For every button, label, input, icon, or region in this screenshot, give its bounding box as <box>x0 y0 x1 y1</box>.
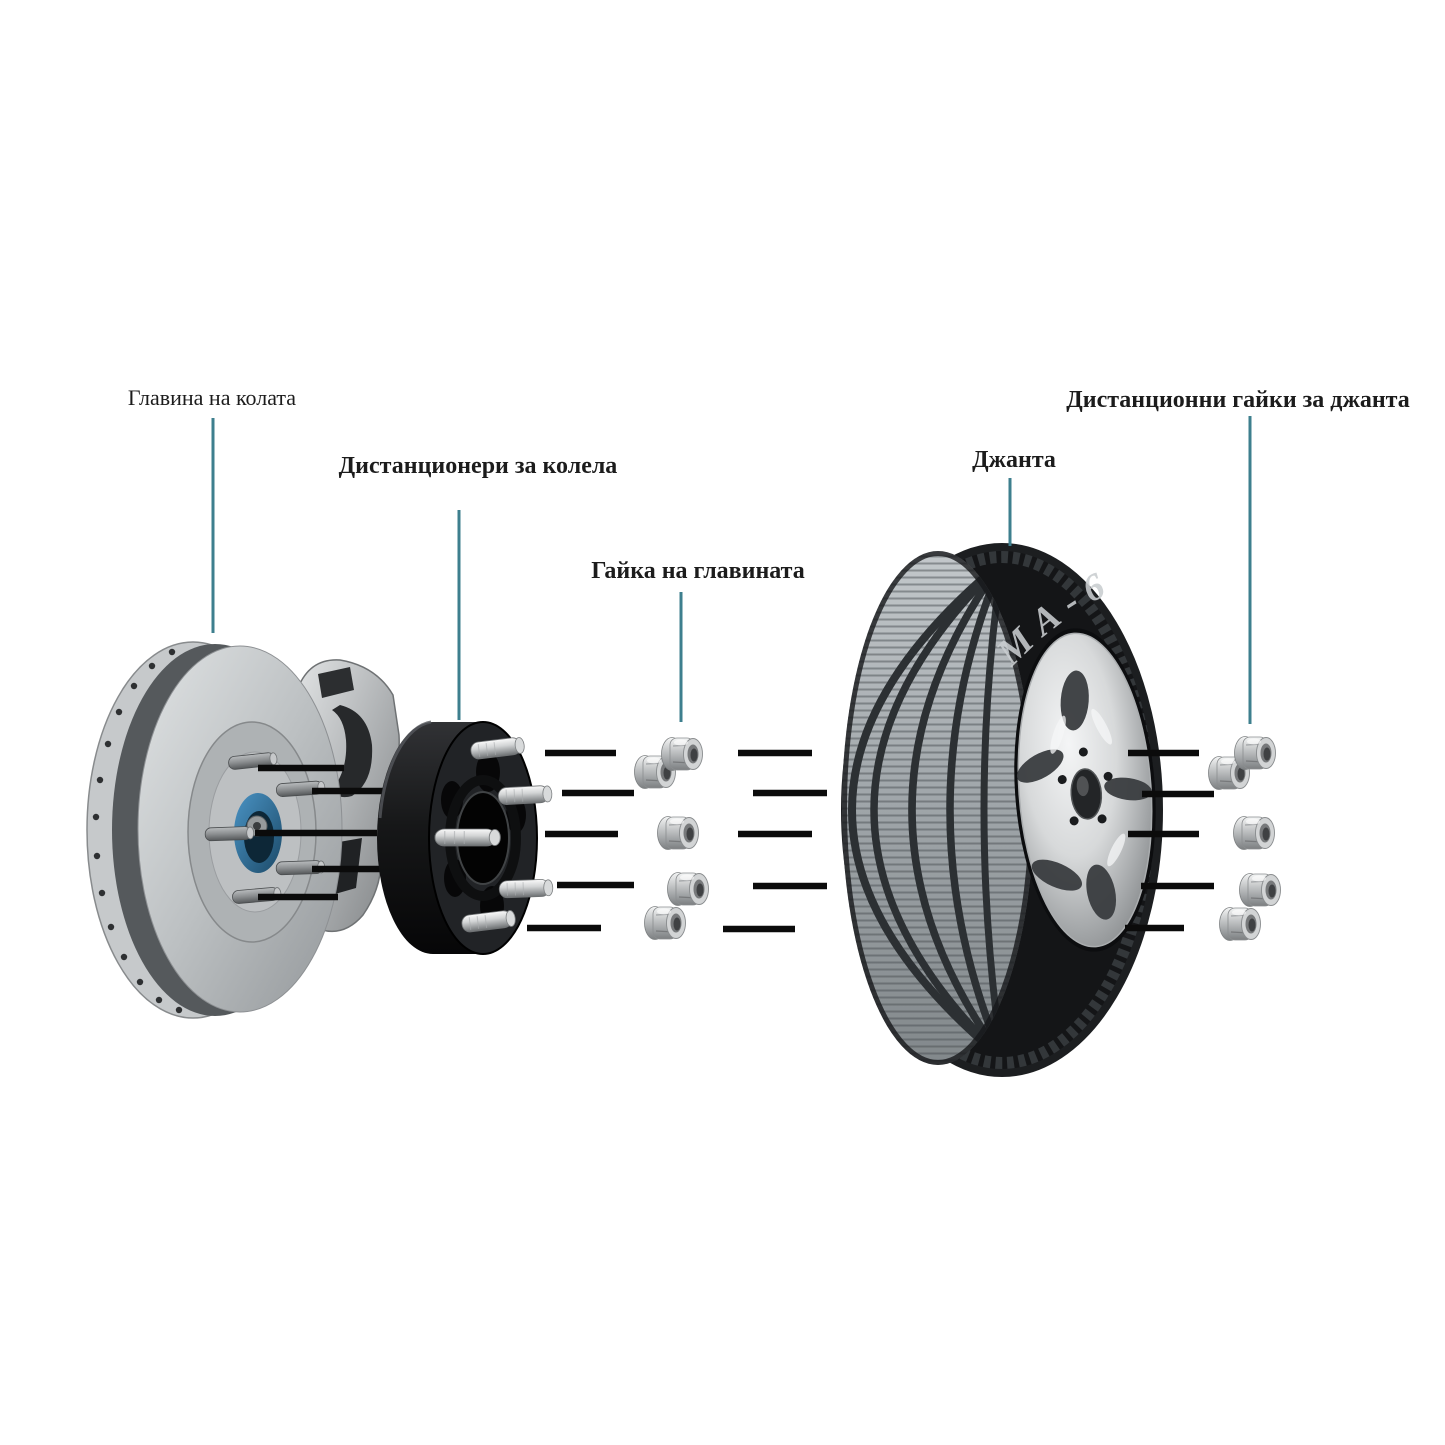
rim-center-highlight <box>1076 776 1089 797</box>
tire-tread <box>842 551 1034 1065</box>
label-hub: Главина на колата <box>128 385 296 410</box>
wheel-to-spacer-nuts-lines <box>1125 749 1214 932</box>
caliper-shadow-top <box>318 667 354 698</box>
spacer-barrel-highlight <box>378 720 432 819</box>
lug-nut <box>1232 815 1276 851</box>
lug-nut <box>660 736 704 772</box>
lug-nut <box>643 905 687 941</box>
spacer-stud <box>434 828 501 847</box>
nuts-to-wheel-lines <box>723 749 827 933</box>
spacer-stud <box>498 878 554 899</box>
label-hub-nut: Гайка на главината <box>591 558 805 584</box>
label-spacers: Дистанционери за колела <box>339 453 618 479</box>
disc-vent-holes <box>92 648 183 1014</box>
spacer-nuts-group <box>1207 735 1282 942</box>
wheel: MA-6 <box>841 543 1163 1077</box>
hub-nuts-group <box>633 736 710 941</box>
rim-spoke-highlights <box>1050 708 1126 867</box>
rim-spoke-gaps <box>1016 670 1152 920</box>
lug-nut <box>656 815 700 851</box>
wheel-spacer <box>377 720 554 955</box>
hub-center-dot <box>253 822 261 830</box>
caliper-pad-arc <box>332 705 373 798</box>
lug-nut <box>1218 906 1262 942</box>
lug-nut <box>1233 735 1277 771</box>
label-spacer-nuts: Дистанционни гайки за джанта <box>1066 387 1410 413</box>
rim <box>1014 628 1156 952</box>
spacer-to-nuts-lines <box>527 749 634 932</box>
rim-lug-holes <box>1057 747 1113 826</box>
label-rim: Джанта <box>972 447 1056 473</box>
lug-nut <box>1238 872 1282 908</box>
brake-disc-assembly <box>86 641 400 1019</box>
leader-lines <box>211 416 1252 724</box>
hub-to-spacer-lines <box>255 764 388 901</box>
hub-stud <box>204 825 255 842</box>
spacer-stud <box>497 784 553 806</box>
lug-nut <box>666 871 710 907</box>
